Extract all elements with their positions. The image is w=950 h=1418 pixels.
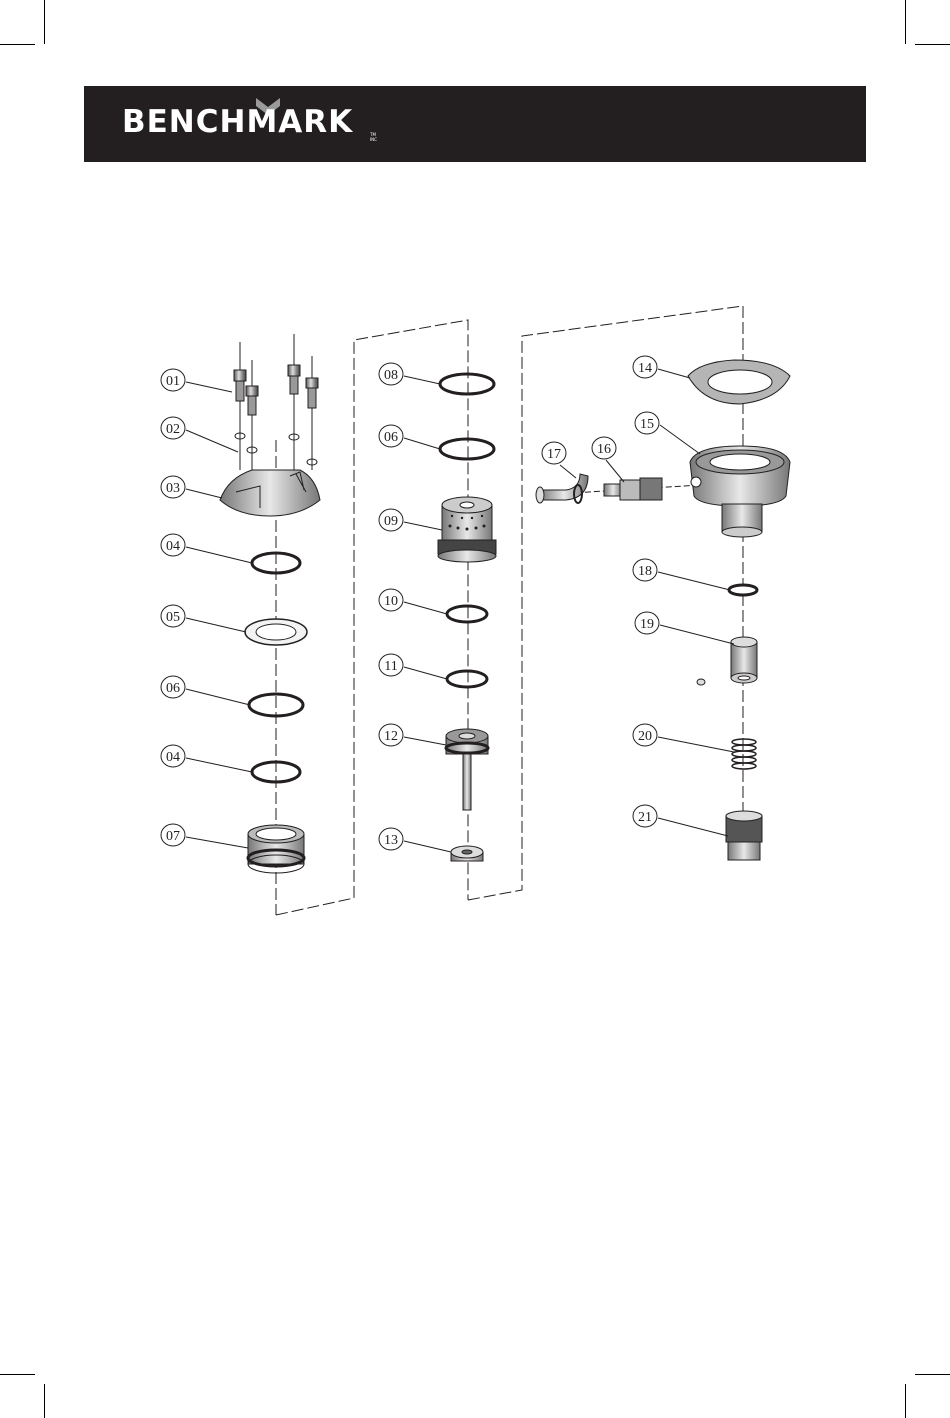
part-balloon: 07: [161, 824, 185, 846]
part-spring: [732, 739, 756, 769]
part-fitting: [604, 478, 662, 500]
part-number-label: 04: [166, 750, 180, 765]
part-balloon: 14: [633, 356, 657, 378]
part-balloon: 03: [161, 476, 185, 498]
part-balloon: 10: [379, 589, 403, 611]
part-balloon: 06: [161, 676, 185, 698]
part-balloon: 08: [379, 363, 403, 385]
part-number-label: 17: [547, 447, 561, 462]
part-number-label: 07: [166, 829, 180, 844]
part-valve: [697, 637, 757, 685]
part-balloon: 17: [542, 442, 566, 464]
leader-lines: [186, 369, 734, 852]
part-elbow: [536, 474, 588, 503]
part-number-balloons: 01 02 03 04 05 06 04 07 08 06 09 10 11 12 13 14 15 16 17 18…: [161, 356, 659, 850]
part-plug: [726, 811, 762, 860]
part-number-label: 11: [384, 659, 397, 674]
part-balloon: 21: [633, 805, 657, 827]
part-bushing: [451, 846, 483, 861]
part-housing: [690, 446, 790, 537]
part-number-label: 06: [166, 681, 180, 696]
part-piston: [446, 729, 488, 810]
part-balloon: 12: [379, 724, 403, 746]
part-balloon: 20: [633, 724, 657, 746]
part-number-label: 06: [384, 430, 398, 445]
part-balloon: 19: [635, 612, 659, 634]
part-balloon: 11: [379, 654, 403, 676]
part-balloon: 06: [379, 425, 403, 447]
part-number-label: 01: [166, 374, 180, 389]
part-number-label: 13: [384, 833, 398, 848]
part-number-label: 08: [384, 368, 398, 383]
part-balloon: 15: [635, 412, 659, 434]
part-number-label: 03: [166, 481, 180, 496]
part-number-label: 20: [638, 729, 652, 744]
part-balloon: 02: [161, 417, 185, 439]
part-cylinder: [438, 497, 496, 562]
part-cap: [220, 470, 320, 516]
part-number-label: 21: [638, 810, 652, 825]
part-number-label: 10: [384, 594, 398, 609]
part-number-label: 09: [384, 514, 398, 529]
part-ring-small: [729, 585, 757, 595]
part-number-label: 15: [640, 417, 654, 432]
part-balloon: 18: [633, 559, 657, 581]
part-balloon: 01: [161, 369, 185, 391]
part-gasket: [688, 360, 790, 404]
part-number-label: 02: [166, 422, 180, 437]
part-balloon: 13: [379, 828, 403, 850]
part-balloon: 09: [379, 509, 403, 531]
part-screws: [234, 365, 318, 415]
part-number-label: 16: [597, 442, 611, 457]
part-number-label: 04: [166, 539, 180, 554]
part-number-label: 05: [166, 610, 180, 625]
part-balloon: 16: [592, 437, 616, 459]
part-number-label: 19: [640, 617, 654, 632]
part-balloon: 04: [161, 745, 185, 767]
part-balloon: 05: [161, 605, 185, 627]
part-number-label: 18: [638, 564, 652, 579]
part-number-label: 14: [638, 361, 652, 376]
part-number-label: 12: [384, 729, 398, 744]
part-balloon: 04: [161, 534, 185, 556]
part-sleeve: [248, 825, 304, 873]
